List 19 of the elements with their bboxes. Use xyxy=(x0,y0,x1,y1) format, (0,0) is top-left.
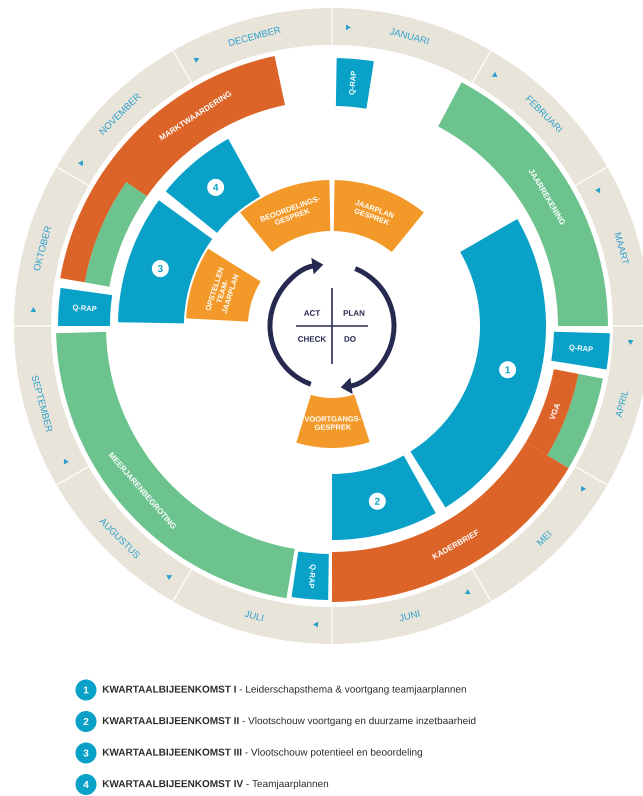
legend-text: KWARTAALBIJEENKOMST II - Vlootschouw voortgang en duurzame inzetbaarheid xyxy=(102,716,476,726)
meeting-block: 2 xyxy=(332,455,436,540)
legend-text: KWARTAALBIJEENKOMST III - Vlootschouw potentieel en beoordeling xyxy=(102,748,422,758)
activity-bar xyxy=(84,182,147,287)
cycle-label: ACT xyxy=(304,310,320,316)
legend-number: 1 xyxy=(76,680,96,700)
activity-bar xyxy=(547,374,603,468)
legend-text: KWARTAALBIJEENKOMST I - Leiderschapsthema & voortgang teamjaarplannen xyxy=(102,685,466,695)
legend-text: KWARTAALBIJEENKOMST IV - Teamjaarplannen xyxy=(102,780,328,790)
month-segment: MAART xyxy=(575,167,643,326)
meeting-block: 4 xyxy=(166,138,260,233)
legend-number: 2 xyxy=(76,711,96,732)
month-segment: JUNI xyxy=(332,569,491,644)
activity-bar: VGA xyxy=(526,369,578,456)
cycle-label: DO xyxy=(344,336,356,342)
legend-number: 3 xyxy=(76,742,96,764)
cycle-label: PLAN xyxy=(344,310,364,316)
legend-number: 4 xyxy=(76,774,96,795)
meeting-block: 1 xyxy=(410,219,546,508)
